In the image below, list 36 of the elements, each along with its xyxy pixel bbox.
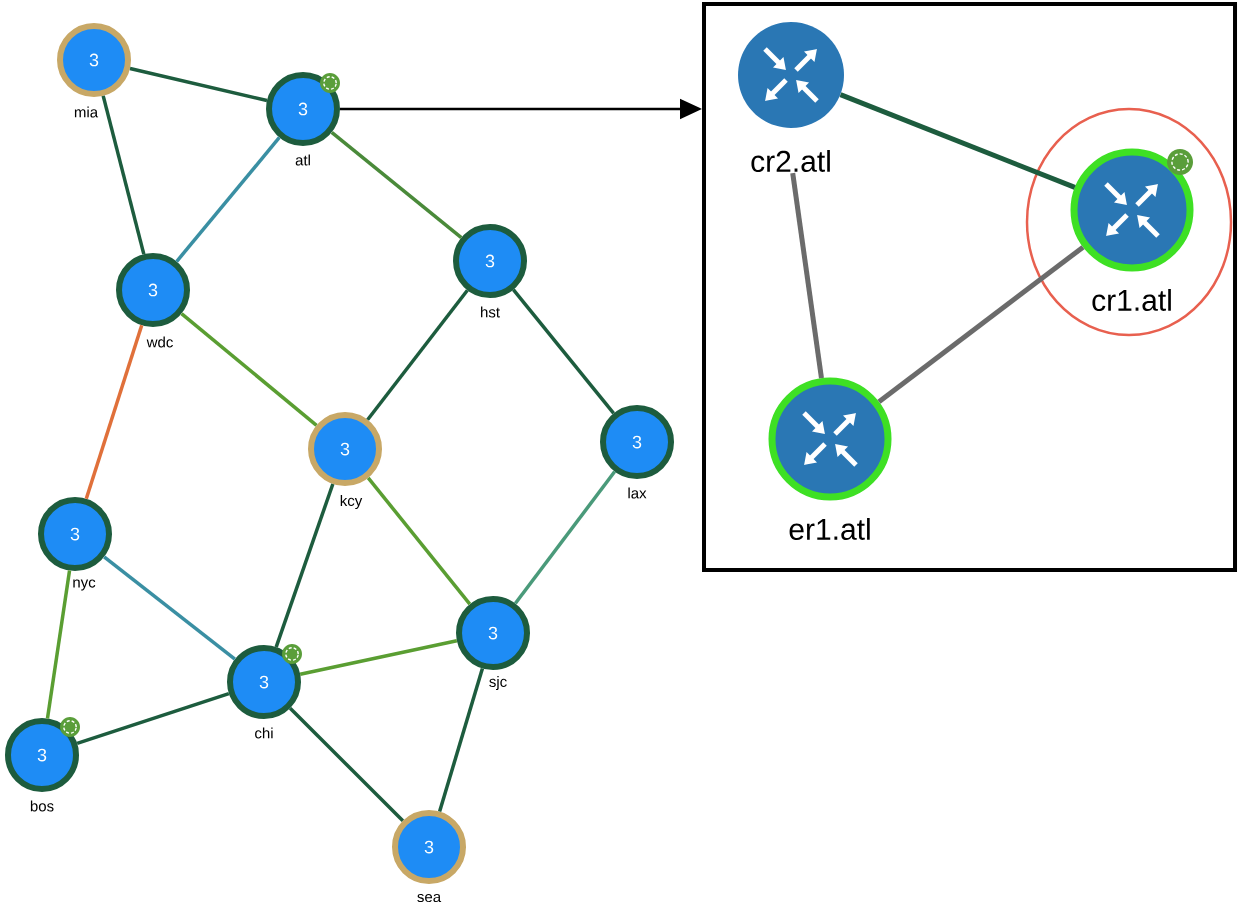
link-line <box>366 289 469 421</box>
link-line <box>366 476 472 606</box>
link-line <box>330 131 463 240</box>
node-label: mia <box>74 106 99 118</box>
link-line <box>437 667 485 813</box>
link-line <box>511 288 616 415</box>
link-line <box>839 92 1076 190</box>
link-line <box>877 245 1085 404</box>
node-label: kcy <box>340 495 363 509</box>
inset-frame <box>702 2 1237 572</box>
link-line <box>513 470 617 605</box>
node-label: lax <box>628 487 647 499</box>
link-line <box>129 66 268 103</box>
link-line <box>180 312 318 427</box>
link-line <box>175 136 281 263</box>
node-label: sjc <box>489 676 507 690</box>
link-line <box>103 555 236 661</box>
link-line <box>76 691 230 746</box>
router-label: cr1.atl <box>1092 289 1171 312</box>
node-label: nyc <box>73 579 96 591</box>
link-line <box>274 483 335 648</box>
node-label: atl <box>295 154 310 166</box>
node-label: hst <box>481 306 500 318</box>
link-line <box>101 95 146 255</box>
link-line <box>299 639 458 676</box>
highlight-ellipse <box>1025 107 1233 337</box>
node-label: chi <box>255 727 273 739</box>
router-label: er1.atl <box>789 518 870 541</box>
node-label: sea <box>417 893 442 903</box>
link-line <box>84 324 144 500</box>
link-line <box>45 570 72 719</box>
node-label: bos <box>30 800 54 812</box>
router-label: cr2.atl <box>751 150 830 172</box>
link-line <box>790 172 824 379</box>
node-label: wdc <box>146 336 173 348</box>
link-line <box>288 706 405 823</box>
